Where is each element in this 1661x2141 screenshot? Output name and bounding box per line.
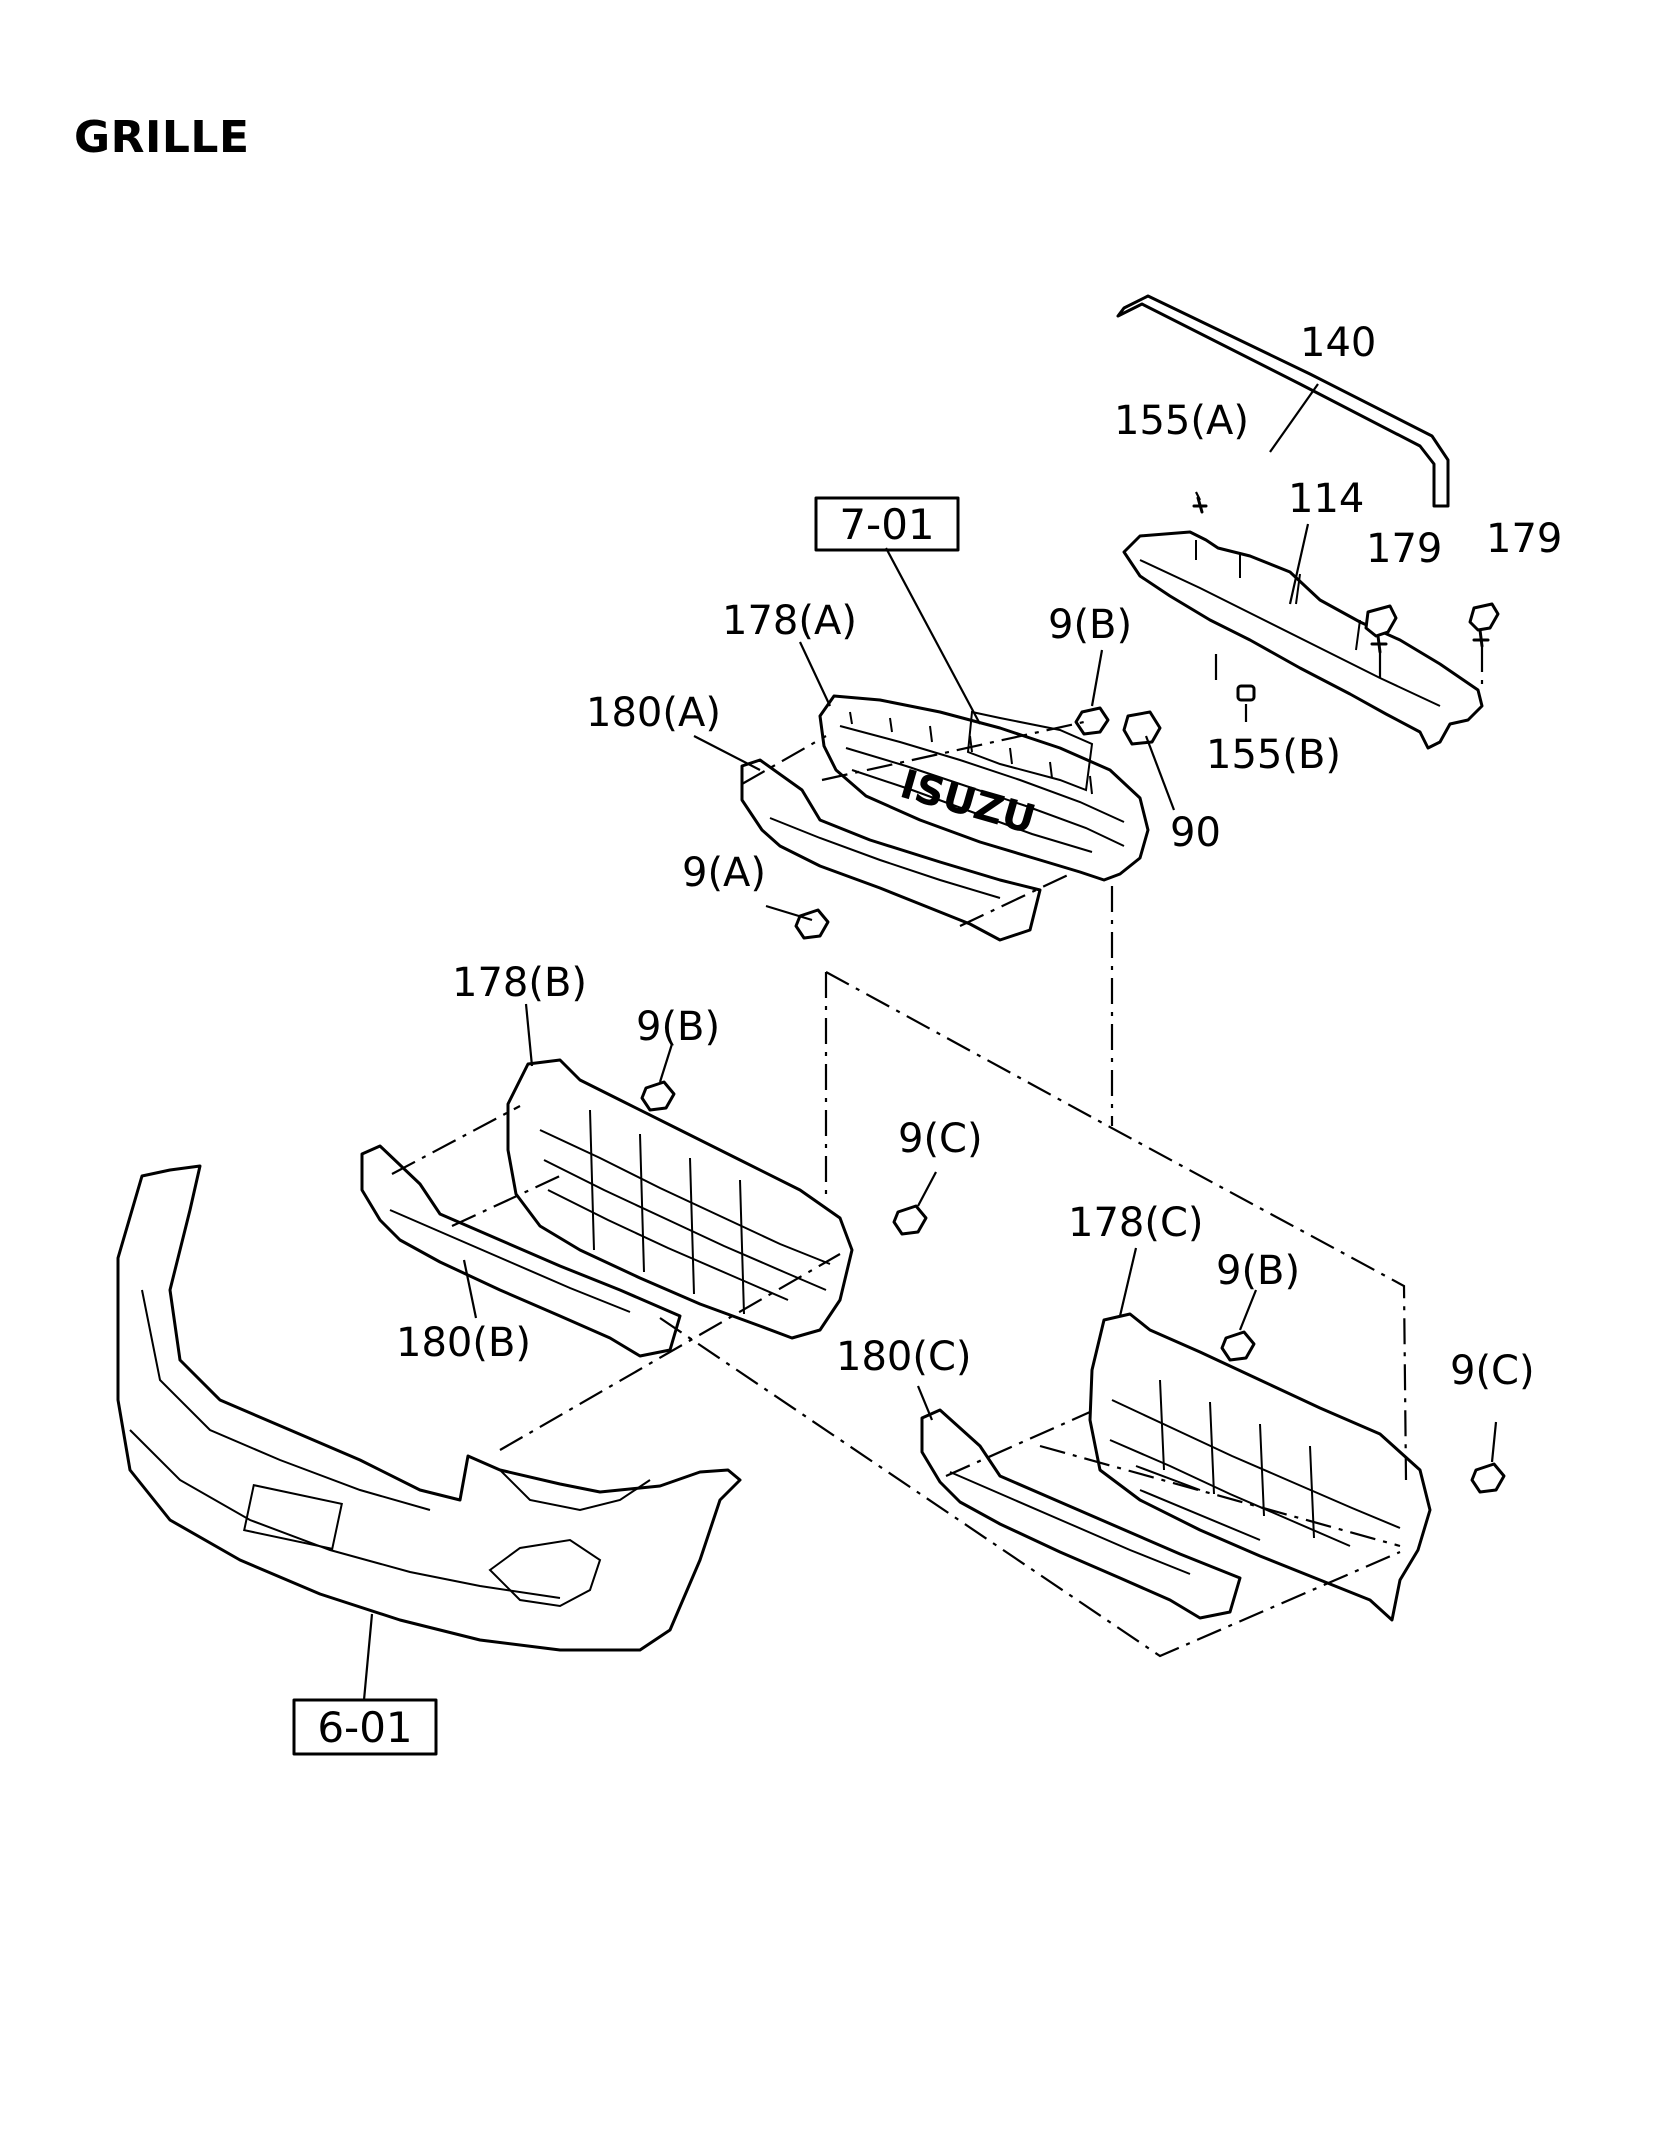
ref-label-6-01: 6-01 <box>317 1703 412 1752</box>
label-9c-right: 9(C) <box>1450 1348 1535 1394</box>
part-labels: 140 155(A) 114 179 179 155(B) 90 9(B) 17… <box>396 320 1562 1394</box>
label-179-left: 179 <box>1366 526 1442 572</box>
part-155a-clip <box>1192 496 1208 514</box>
leader-lines <box>362 383 1498 1701</box>
emblem-loose-piece <box>966 710 1094 792</box>
label-178c: 178(C) <box>1068 1200 1204 1246</box>
label-90: 90 <box>1170 810 1221 856</box>
label-9c-mid: 9(C) <box>898 1116 983 1162</box>
ref-label-7-01: 7-01 <box>839 500 934 549</box>
part-9b-bolt-mid <box>640 1080 676 1112</box>
part-9a-bolt <box>794 908 830 940</box>
label-9b-top: 9(B) <box>1048 602 1132 648</box>
label-179-right: 179 <box>1486 516 1562 562</box>
part-178c-grille <box>1088 1312 1432 1622</box>
part-9b-bolt-right <box>1220 1330 1256 1362</box>
ref-box-7-01[interactable]: 7-01 <box>814 496 960 552</box>
part-9b-bolt-top <box>1074 706 1110 736</box>
label-155a: 155(A) <box>1114 398 1249 444</box>
part-155b-clip <box>1236 684 1256 702</box>
part-90-nut <box>1122 710 1162 746</box>
label-9b-mid: 9(B) <box>636 1004 720 1050</box>
part-180a-trim <box>740 758 1042 942</box>
part-114-bracket <box>1122 530 1484 750</box>
label-178a: 178(A) <box>722 598 857 644</box>
part-178a-grille <box>818 694 1150 882</box>
label-140: 140 <box>1300 320 1376 366</box>
part-140-molding <box>1116 294 1450 508</box>
diagram-title: GRILLE <box>74 112 250 163</box>
label-114: 114 <box>1288 476 1364 522</box>
alignment-lines <box>391 646 1484 1658</box>
label-180b: 180(B) <box>396 1320 531 1366</box>
label-180a: 180(A) <box>586 690 721 736</box>
label-155b: 155(B) <box>1206 732 1341 778</box>
label-180c: 180(C) <box>836 1334 972 1380</box>
ref-box-6-01[interactable]: 6-01 <box>292 1698 438 1756</box>
part-178b-grille <box>506 1058 854 1340</box>
label-9b-right: 9(B) <box>1216 1248 1300 1294</box>
label-178b: 178(B) <box>452 960 587 1006</box>
part-180b-trim <box>360 1144 682 1358</box>
part-9c-bolt-right <box>1470 1462 1506 1494</box>
part-179-clip-right <box>1468 602 1500 648</box>
front-bumper <box>116 1164 742 1652</box>
label-9a: 9(A) <box>682 850 766 896</box>
part-180c-trim <box>920 1408 1242 1620</box>
part-9c-bolt-mid <box>892 1204 928 1236</box>
part-179-clip-left <box>1364 604 1398 654</box>
